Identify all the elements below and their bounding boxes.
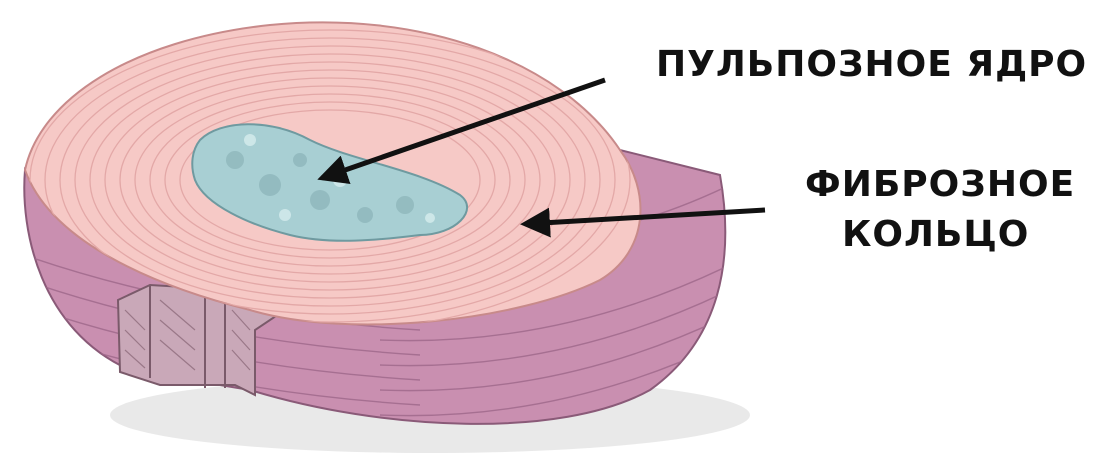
- annulus-label-line2: КОЛЬЦО: [842, 214, 1029, 255]
- nucleus-label: ПУЛЬПОЗНОЕ ЯДРО: [656, 44, 1087, 85]
- annulus-label-line1: ФИБРОЗНОЕ: [805, 164, 1075, 205]
